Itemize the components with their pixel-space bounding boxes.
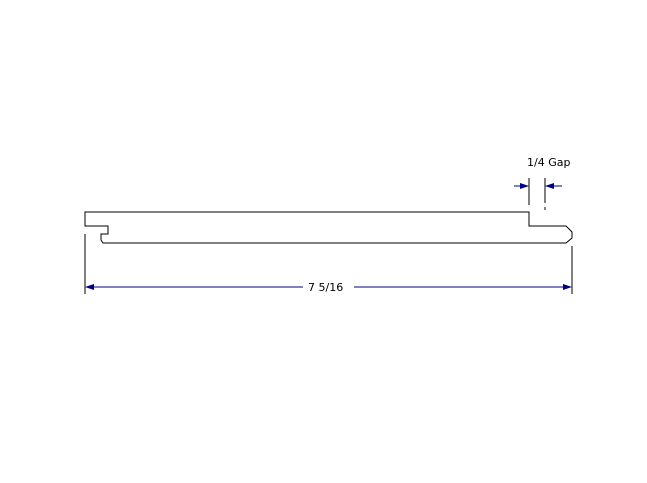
gap-arrow-left-icon xyxy=(520,183,529,189)
gap-arrow-right-icon xyxy=(545,183,554,189)
gap-dimension-label: 1/4 Gap xyxy=(527,156,570,169)
width-arrow-right-icon xyxy=(563,284,572,290)
width-arrow-left-icon xyxy=(85,284,94,290)
width-dimension-label: 7 5/16 xyxy=(308,281,343,294)
board-profile-outline xyxy=(84,211,573,244)
